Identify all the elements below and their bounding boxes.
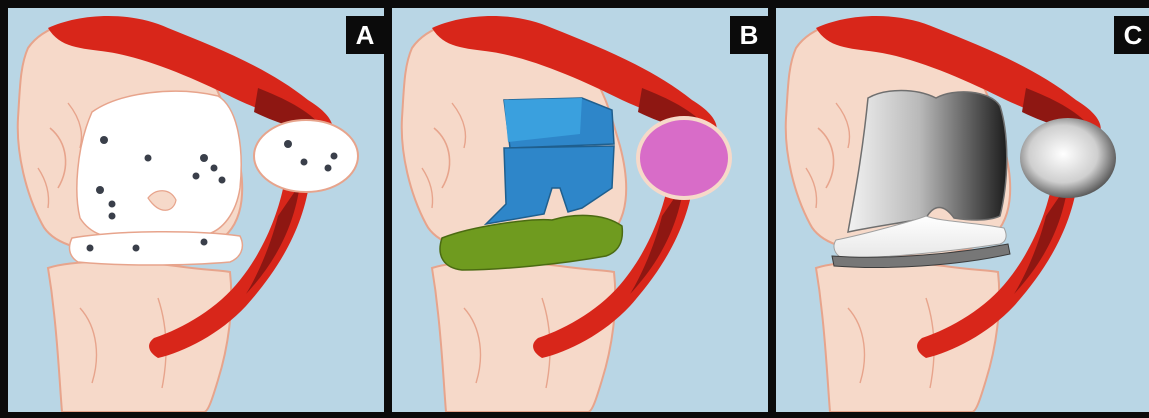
panel-label-b: B	[730, 16, 768, 54]
knee-anatomy-illustration	[776, 8, 1149, 412]
knee-anatomy-illustration	[392, 8, 768, 412]
femoral-component	[848, 91, 1007, 233]
patellar-component	[638, 118, 730, 198]
panel-a: A	[8, 8, 384, 412]
knee-anatomy-illustration	[8, 8, 384, 412]
patellar-component	[1020, 118, 1116, 198]
panel-label-a: A	[346, 16, 384, 54]
panel-b: B	[392, 8, 768, 412]
panel-label-c: C	[1114, 16, 1149, 54]
panel-c: C	[776, 8, 1149, 412]
